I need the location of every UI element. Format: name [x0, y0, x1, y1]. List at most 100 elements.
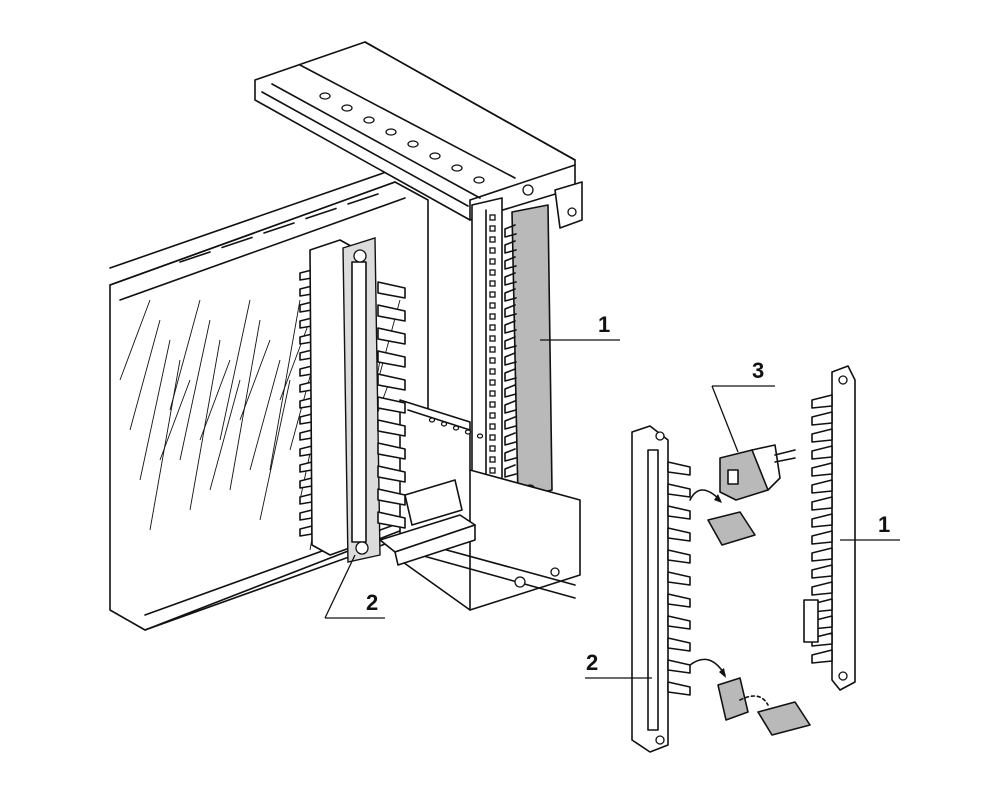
upright-hole — [489, 236, 496, 243]
rail-tooth — [504, 384, 517, 398]
loose-comb-fin — [667, 615, 691, 630]
callout-guide-rail-mounted: 1 — [598, 312, 610, 337]
upright-hole — [489, 346, 496, 353]
coding-element — [719, 444, 796, 501]
bottom-hole — [452, 425, 460, 431]
hatch-line — [259, 379, 291, 521]
upright-hole — [489, 269, 496, 276]
rail-tooth — [504, 288, 517, 302]
comb-fin — [377, 281, 406, 299]
rail-tooth — [504, 224, 517, 238]
hatch-line — [169, 299, 201, 411]
loose-comb-fin — [667, 681, 691, 696]
loose-comb-fin — [667, 549, 691, 564]
loose-comb-fin — [667, 637, 691, 652]
comb-fin — [377, 511, 406, 529]
hatch-line — [219, 299, 251, 441]
hatch-line — [139, 339, 171, 481]
loose-comb-fin — [667, 483, 691, 498]
rail-tooth — [504, 400, 517, 414]
rail-hole — [407, 140, 419, 148]
bottom-hole — [440, 421, 448, 427]
rail-tooth — [504, 336, 517, 350]
hatch-line — [149, 359, 181, 531]
upright-hole — [489, 258, 496, 265]
rail-tooth — [504, 416, 517, 430]
loose-rail-tooth — [811, 530, 833, 545]
upright-hole — [489, 434, 496, 441]
bottom-hole — [428, 417, 436, 423]
hatch-line — [189, 339, 221, 511]
hatch-line — [179, 319, 211, 461]
upright-hole — [489, 324, 496, 331]
hatch-line — [209, 379, 241, 491]
coding-keys — [689, 489, 811, 736]
upright-hole — [489, 368, 496, 375]
front-guide-loose — [631, 425, 691, 753]
hatch-line — [269, 299, 301, 471]
bottom-hole — [476, 433, 484, 439]
panel-slot — [305, 207, 337, 220]
loose-comb-fin — [667, 505, 691, 520]
upright-hole — [489, 401, 496, 408]
comb-fin — [377, 419, 406, 437]
loose-rail-tooth — [811, 445, 833, 460]
loose-comb-fin — [667, 659, 691, 674]
front-guide-mounted — [299, 237, 406, 563]
loose-comb-fin — [667, 593, 691, 608]
upright-hole — [489, 247, 496, 254]
loose-comb-fin — [667, 461, 691, 476]
callout-guide-rail-loose: 1 — [878, 512, 890, 537]
upright-hole — [489, 214, 496, 221]
comb-fin — [377, 304, 406, 322]
upright-hole — [489, 412, 496, 419]
bottom-horizontal-rail — [379, 399, 581, 611]
hatch-line — [249, 359, 281, 471]
loose-rail-tooth — [811, 547, 833, 562]
rail-tooth — [504, 272, 517, 286]
upright-hole — [489, 445, 496, 452]
rail-hole — [363, 116, 375, 124]
panel-slot — [347, 193, 379, 205]
hatch-line — [199, 359, 231, 441]
rail-tooth — [504, 240, 517, 254]
rail-hole — [429, 152, 441, 160]
callouts: 1 1 2 2 3 — [324, 312, 900, 679]
rail-hole — [341, 104, 353, 112]
loose-comb-fin — [667, 571, 691, 586]
upright-hole — [489, 467, 496, 474]
rail-hole — [473, 176, 485, 184]
loose-rail-tooth — [811, 479, 833, 494]
upright-hole — [489, 313, 496, 320]
callout-front-guide-mounted: 2 — [366, 590, 378, 615]
loose-rail-tooth — [811, 462, 833, 477]
comb-fin — [377, 465, 406, 483]
rail-tooth — [504, 256, 517, 270]
loose-comb-fin — [667, 527, 691, 542]
callout-coding-element: 3 — [752, 358, 764, 383]
rail-tooth — [504, 320, 517, 334]
loose-rail-tooth — [811, 513, 833, 528]
guide-rail-loose — [803, 365, 856, 691]
loose-rail-tooth — [811, 428, 833, 443]
upright-hole — [489, 302, 496, 309]
guide-rail-mounted — [511, 204, 553, 499]
loose-rail-tooth — [811, 581, 833, 596]
rail-tooth — [504, 464, 517, 478]
rear-upright — [471, 197, 553, 499]
rail-tooth — [504, 304, 517, 318]
loose-rail-tooth — [811, 496, 833, 511]
rail-tooth — [504, 368, 517, 382]
hatch-line — [279, 319, 311, 401]
upright-hole — [489, 379, 496, 386]
loose-rail-tooth — [811, 411, 833, 426]
hatch-line — [129, 319, 161, 431]
panel-slot — [221, 236, 253, 249]
loose-rail-tooth — [811, 649, 833, 664]
upright-hole — [489, 423, 496, 430]
hatch-line — [229, 319, 261, 491]
comb-fin — [377, 488, 406, 506]
subrack-assembly — [109, 41, 583, 631]
comb-fin — [377, 396, 406, 414]
rail-tooth — [504, 448, 517, 462]
